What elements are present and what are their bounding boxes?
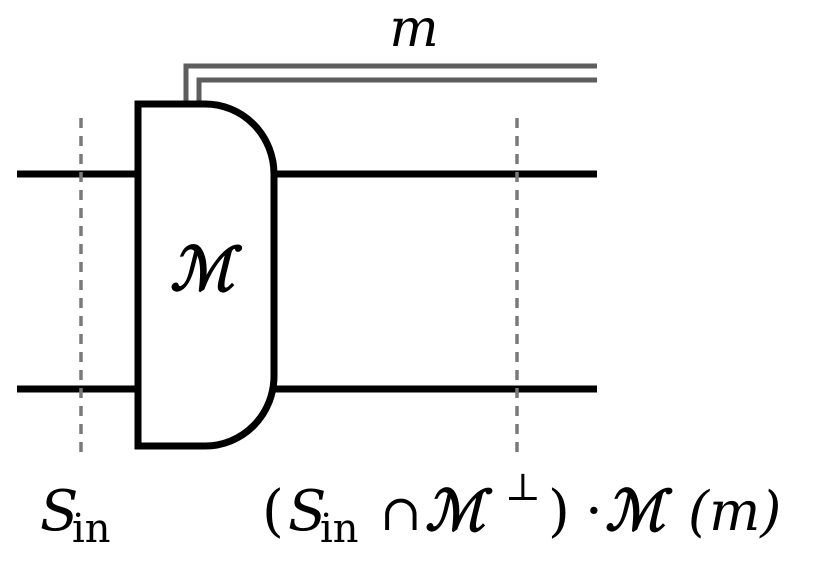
output-state-label: ( S in ∩ ℳ ⊥ ) · ℳ (m) bbox=[262, 465, 781, 552]
output-subscript: in bbox=[320, 506, 359, 552]
output-open-paren: ( bbox=[262, 479, 284, 544]
output-func-arg: (m) bbox=[688, 480, 781, 543]
output-gate-symbol: ℳ bbox=[425, 478, 493, 544]
measurement-gate bbox=[134, 100, 278, 450]
input-state-label: S in bbox=[40, 479, 111, 552]
output-symbol: S bbox=[288, 479, 326, 544]
classical-wire bbox=[183, 63, 597, 104]
classical-label: m bbox=[389, 0, 438, 59]
output-func-symbol: ℳ bbox=[605, 478, 673, 544]
input-symbol: S bbox=[40, 479, 78, 544]
gate-label: ℳ bbox=[170, 235, 243, 305]
intersect-symbol: ∩ bbox=[380, 484, 422, 542]
input-subscript: in bbox=[72, 506, 111, 552]
perp-symbol: ⊥ bbox=[505, 465, 541, 509]
dot-operator: · bbox=[585, 479, 603, 544]
output-close-paren: ) bbox=[548, 479, 570, 544]
